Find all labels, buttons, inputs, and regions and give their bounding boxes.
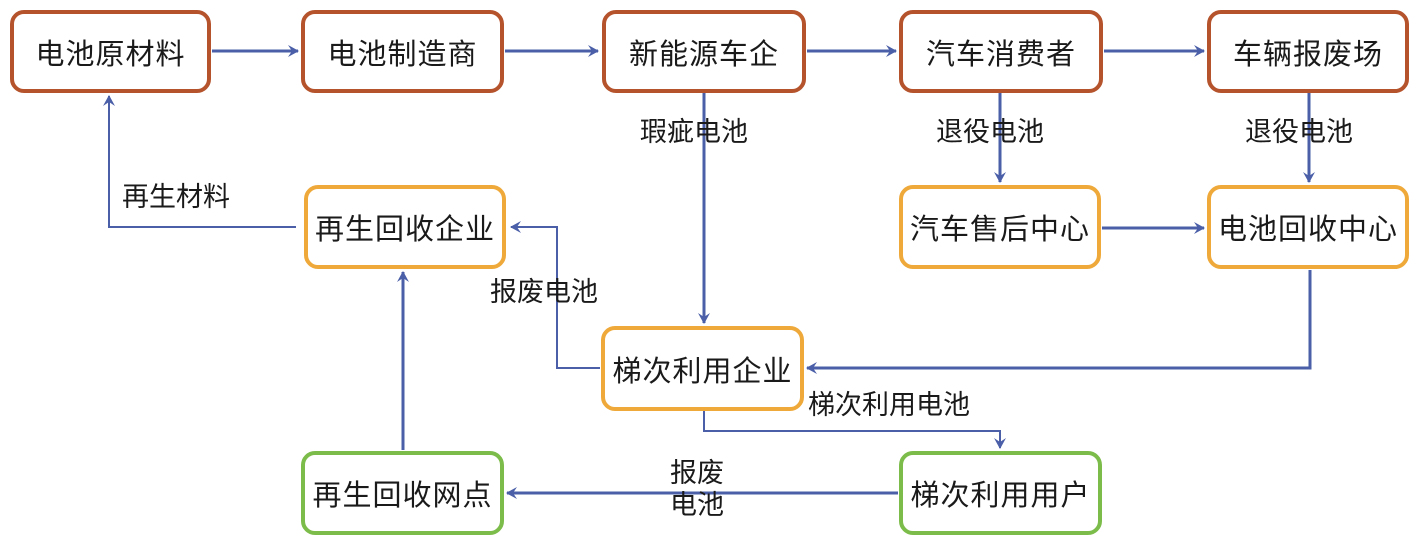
label-retired-battery-1: 退役电池 <box>936 117 1044 148</box>
node-scrapyard: 车辆报废场 <box>1207 10 1409 93</box>
node-label: 梯次利用企业 <box>612 353 793 388</box>
node-label: 电池回收中心 <box>1217 212 1398 246</box>
label-line: 报废 <box>670 458 724 489</box>
label-cascade-battery: 梯次利用电池 <box>808 390 970 421</box>
node-battery-recycling-center: 电池回收中心 <box>1207 185 1409 269</box>
node-raw-materials: 电池原材料 <box>10 10 211 93</box>
node-battery-maker: 电池制造商 <box>301 10 504 93</box>
node-aftersales-center: 汽车售后中心 <box>899 185 1101 269</box>
node-label: 梯次利用用户 <box>910 478 1091 512</box>
label-line: 电池 <box>670 490 724 522</box>
label-scrapped-battery-bottom: 报废 电池 <box>670 458 724 523</box>
node-cascade-enterprise: 梯次利用企业 <box>601 326 804 411</box>
arrow-recyclingenterprise-to-raw <box>103 95 296 228</box>
label-retired-battery-2: 退役电池 <box>1245 117 1353 148</box>
node-label: 电池原材料 <box>35 36 186 71</box>
node-label: 车辆报废场 <box>1232 36 1383 71</box>
node-nev-maker: 新能源车企 <box>602 10 806 93</box>
arrow-recyclecenter-to-cascade <box>806 270 1312 374</box>
arrow-cascade-to-recyclingenterprise <box>510 221 600 369</box>
node-label: 电池制造商 <box>327 36 478 71</box>
node-cascade-user: 梯次利用用户 <box>899 451 1102 535</box>
node-label: 新能源车企 <box>628 36 779 71</box>
arrow-cascade-to-user <box>703 411 1006 449</box>
node-recycling-enterprise: 再生回收企业 <box>304 185 506 269</box>
node-label: 再生回收网点 <box>312 478 493 512</box>
node-recycling-outlet: 再生回收网点 <box>301 451 504 535</box>
node-label: 汽车消费者 <box>925 36 1076 71</box>
label-recycled-material: 再生材料 <box>122 182 230 213</box>
label-defective-battery: 瑕疵电池 <box>640 117 748 148</box>
node-consumer: 汽车消费者 <box>899 10 1103 93</box>
label-scrapped-battery: 报废电池 <box>490 277 598 308</box>
node-label: 汽车售后中心 <box>909 212 1090 246</box>
node-label: 再生回收企业 <box>314 212 495 246</box>
